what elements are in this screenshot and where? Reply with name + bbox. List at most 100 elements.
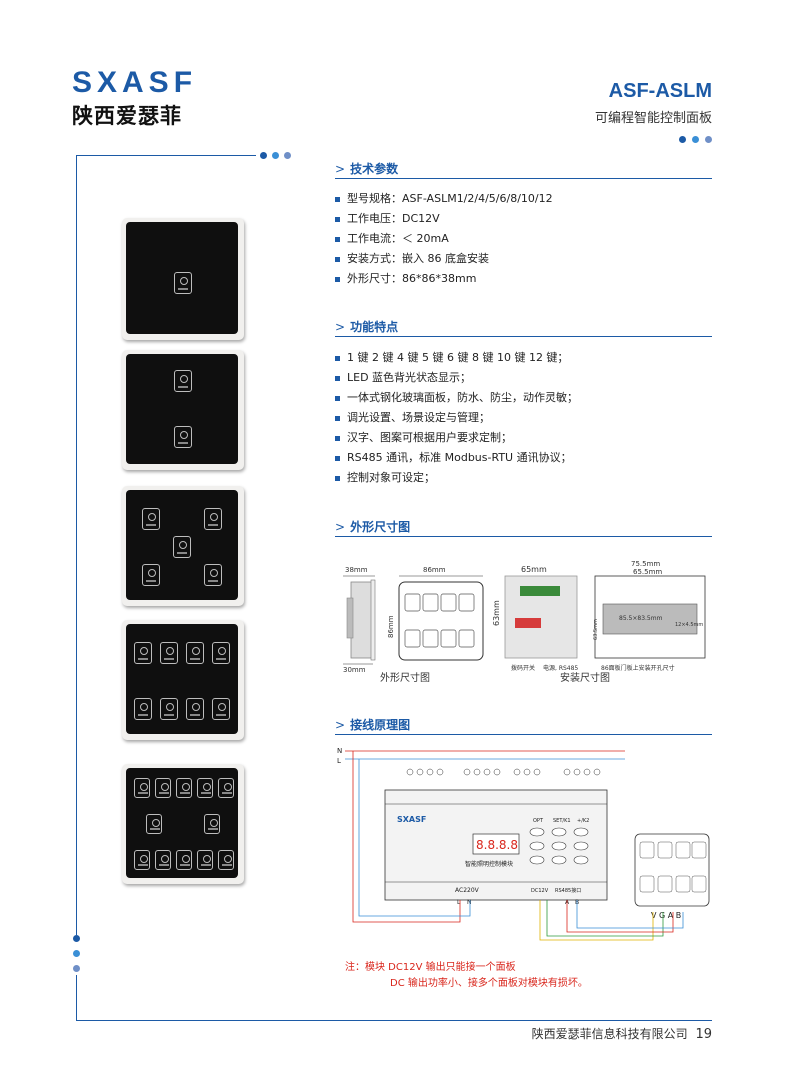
panel-key [176, 850, 192, 870]
wiring-line-n: N [337, 747, 342, 755]
list-item: 1 键 2 键 4 键 5 键 6 键 8 键 10 键 12 键； [335, 348, 715, 368]
product-model: ASF-ASLM [608, 80, 712, 102]
dim-hole-mid: 85.5×83.5mm [619, 615, 663, 622]
wiring-diagram: N L SXASF 8.8.8.8 智能照明控制模块 OPT SET/K1 +/… [337, 747, 710, 941]
left-rule-lower [76, 975, 77, 1020]
module-dc-label: DC12V [531, 888, 549, 894]
module-logo: SXASF [397, 815, 426, 824]
panel-5-key [122, 486, 244, 606]
panel-key [155, 778, 171, 798]
dim-front-86w: 86mm [423, 566, 446, 574]
list-item: 汉字、图案可根据用户要求定制； [335, 428, 715, 448]
dim-hole-caption: 86面板门板上安装开孔尺寸 [601, 664, 675, 672]
top-rule [76, 155, 256, 156]
module-term-l: L [457, 899, 461, 906]
list-item: 外形尺寸：86*86*38mm [335, 269, 715, 289]
list-item: 安装方式：嵌入 86 底盒安装 [335, 249, 715, 269]
panel-key [204, 814, 220, 834]
dim-front-86h: 86mm [387, 615, 395, 638]
wiring-note-1: 注：模块 DC12V 输出只能接一个面板 [345, 962, 516, 973]
module-btn-opt: OPT [533, 818, 544, 824]
list-item: 调光设置、场景设定与管理； [335, 408, 715, 428]
list-item: LED 蓝色背光状态显示； [335, 368, 715, 388]
module-rs-label: RS485接口 [555, 887, 581, 894]
module-label: 智能照明控制模块 [465, 860, 513, 868]
dim-side-38: 38mm [345, 566, 368, 574]
product-subtitle: 可编程智能控制面板 [594, 111, 712, 126]
tech-spec-list: 型号规格：ASF-ASLM1/2/4/5/6/8/10/12 工作电压：DC12… [335, 189, 715, 289]
list-item: 工作电压：DC12V [335, 209, 715, 229]
panel-key [174, 426, 192, 448]
header-dots [679, 136, 712, 143]
panel-key [142, 564, 160, 586]
panel-key [197, 850, 213, 870]
panel-key [212, 642, 230, 664]
feature-list: 1 键 2 键 4 键 5 键 6 键 8 键 10 键 12 键； LED 蓝… [335, 348, 715, 488]
left-rule [76, 155, 77, 935]
panel-key [174, 370, 192, 392]
footer-company: 陕西爱瑟菲信息科技有限公司 [531, 1027, 688, 1041]
section-title-dimensions: >外形尺寸图 [335, 520, 411, 534]
list-item: 控制对象可设定； [335, 468, 715, 488]
dim-hole-755: 75.5mm [631, 560, 660, 568]
section-rule-features [335, 336, 712, 337]
list-item: 工作电流：＜ 20mA [335, 229, 715, 249]
footer: 陕西爱瑟菲信息科技有限公司 19 [532, 1025, 712, 1042]
panel-key [204, 508, 222, 530]
panel-key [212, 698, 230, 720]
dim-side-30: 30mm [343, 666, 366, 674]
module-btn-set: SET/K1 [553, 818, 571, 824]
panel-key [173, 536, 191, 558]
panel-key [155, 850, 171, 870]
section-rule-tech [335, 178, 712, 179]
panel-key [146, 814, 162, 834]
dim-back-65: 65mm [521, 565, 547, 574]
panel-key [204, 564, 222, 586]
panel-key [176, 778, 192, 798]
panel-key [197, 778, 213, 798]
list-item: 一体式钢化玻璃面板，防水、防尘，动作灵敏； [335, 388, 715, 408]
section-title-features: >功能特点 [335, 320, 399, 334]
logo-text-cn: 陕西爱瑟菲 [72, 104, 182, 128]
panel-key [174, 272, 192, 294]
panel-key [160, 642, 178, 664]
dimension-drawings: 38mm 30mm 86mm 86mm 65mm 63mm 拨码开关 电源, R… [343, 560, 706, 674]
panel-key [186, 642, 204, 664]
module-display: 8.8.8.8 [476, 838, 518, 852]
wiring-line-l: L [337, 757, 341, 765]
top-rule-dots [260, 152, 291, 159]
panel-key [186, 698, 204, 720]
section-rule-wiring [335, 734, 712, 735]
dim-back-label-dip: 拨码开关 [511, 664, 535, 672]
module-btn-k2: +/K2 [577, 818, 589, 824]
panel-key [218, 850, 234, 870]
panel-1-key [122, 218, 244, 340]
caption-outline: 外形尺寸图 [380, 673, 430, 684]
panel-8-key [122, 620, 244, 740]
panel-key [142, 508, 160, 530]
dim-back-63: 63mm [492, 600, 501, 626]
logo-text-en: SXASF [72, 66, 198, 99]
left-rule-dots [73, 935, 80, 972]
section-title-tech: >技术参数 [335, 162, 399, 176]
dim-back-label-power: 电源, RS485 [543, 664, 578, 672]
list-item: 型号规格：ASF-ASLM1/2/4/5/6/8/10/12 [335, 189, 715, 209]
list-item: RS485 通讯，标准 Modbus-RTU 通讯协议； [335, 448, 715, 468]
dim-hole-655: 65.5mm [633, 568, 662, 576]
footer-rule [76, 1020, 712, 1021]
caption-install: 安装尺寸图 [560, 673, 610, 684]
panel-key [134, 778, 150, 798]
panel-key [134, 642, 152, 664]
module-power-label: AC220V [455, 887, 480, 894]
wiring-note-2: DC 输出功率小、接多个面板对模块有损坏。 [390, 978, 588, 989]
section-rule-dimensions [335, 536, 712, 537]
dim-hole-left: 63.5mm [593, 619, 599, 640]
panel-2-key [122, 350, 244, 470]
module-term-a: A [565, 899, 570, 906]
page-number: 19 [695, 1027, 712, 1042]
panel-key [134, 698, 152, 720]
panel-terminals: V G A B [651, 911, 681, 920]
panel-12-key [122, 764, 244, 884]
panel-key [218, 778, 234, 798]
module-term-n: N [467, 899, 472, 906]
